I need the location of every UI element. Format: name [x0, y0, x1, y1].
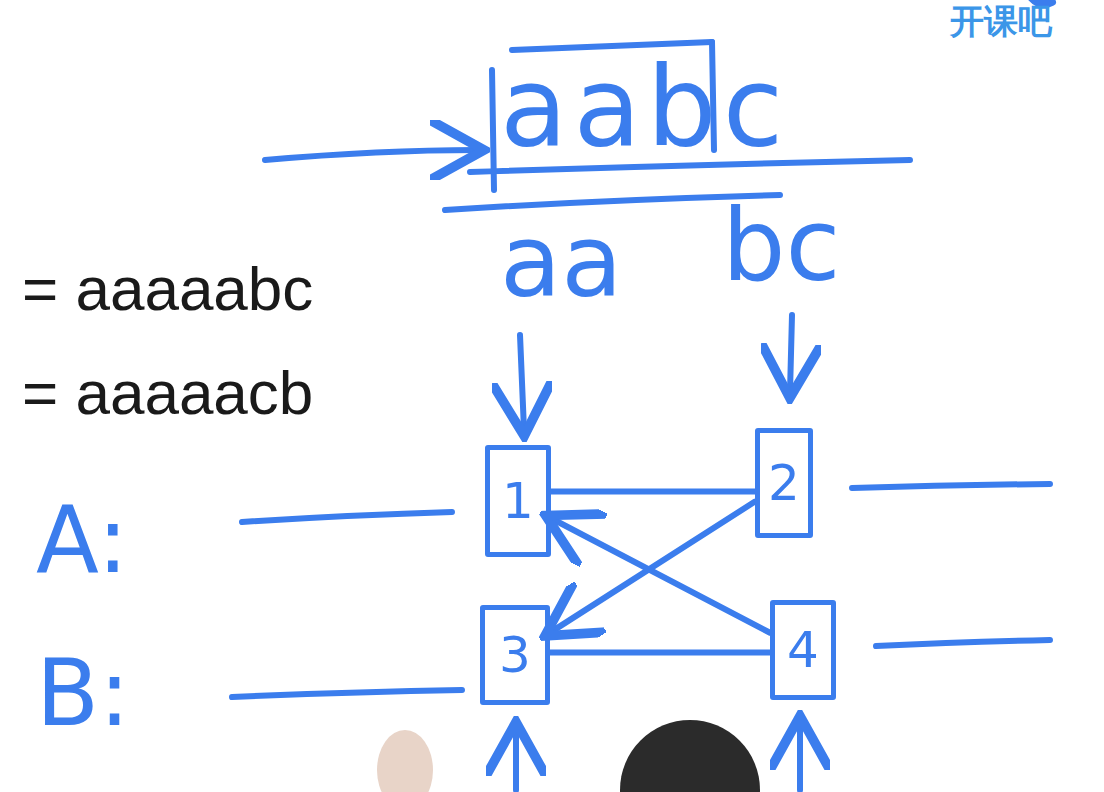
box-number: 3 [499, 630, 531, 680]
row-label: A: [36, 495, 128, 587]
numbered-box: 4 [770, 600, 836, 700]
box-number: 4 [787, 625, 819, 675]
handwritten-string: aabc [500, 52, 789, 162]
box-number: 1 [502, 476, 534, 526]
connector-line [551, 489, 755, 495]
connector-arrow [551, 518, 770, 632]
handwritten-part: bc [722, 196, 840, 296]
connector-arrow [550, 502, 755, 633]
box-number: 2 [768, 458, 800, 508]
numbered-box: 3 [480, 605, 550, 705]
connector-line [550, 650, 770, 656]
handwritten-part: aa [500, 212, 623, 312]
numbered-box: 2 [755, 428, 813, 538]
equation-text: = aaaaabc [22, 258, 313, 320]
watermark: 开课吧 [950, 4, 1052, 38]
row-label: B: [36, 648, 130, 740]
equation-text: = aaaaacb [22, 362, 313, 424]
numbered-box: 1 [485, 445, 551, 557]
